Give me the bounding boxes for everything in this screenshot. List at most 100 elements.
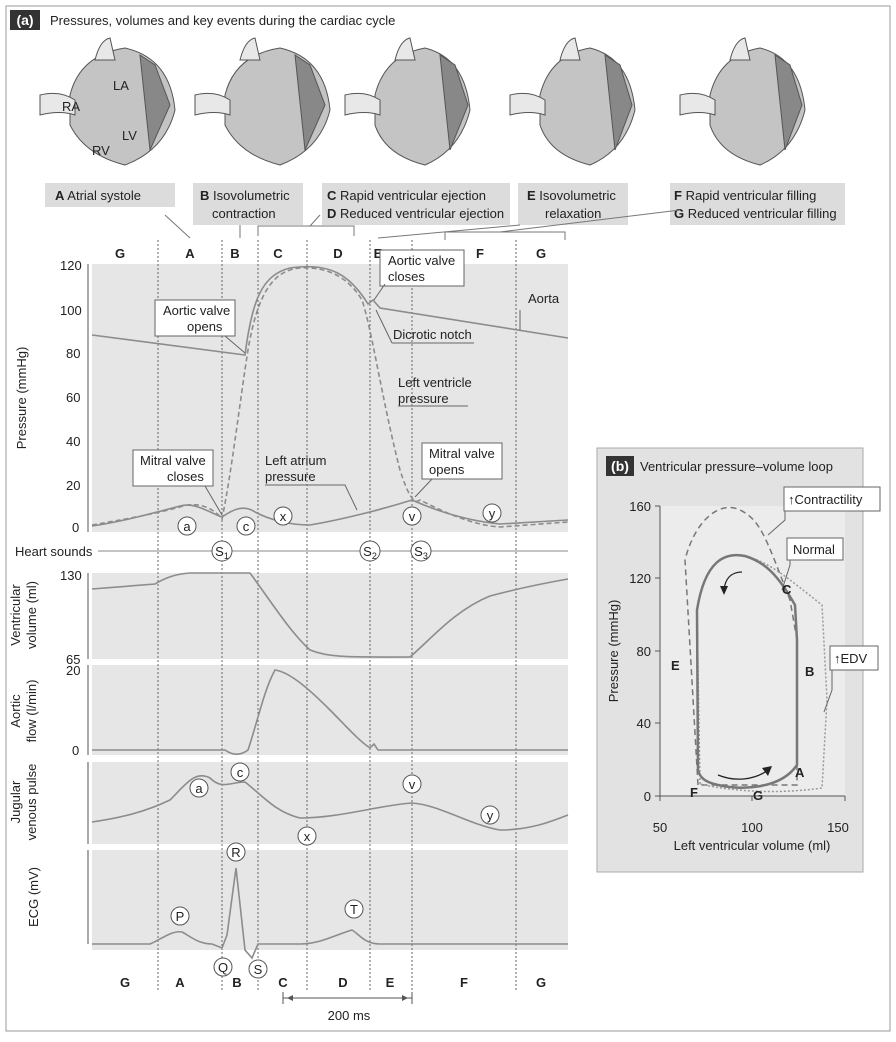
- heart-sound-markers: [211, 540, 432, 562]
- pressure-tick-80: 80: [66, 346, 80, 361]
- ecg-axis-label: ECG (mV): [26, 867, 41, 927]
- pressure-annotations: Aortic valve opens Aortic valve closes A…: [132, 249, 560, 516]
- caption-isovolumetric-relaxation-2: relaxation: [545, 206, 601, 221]
- ann-mitral-closes-1: Mitral valve: [140, 453, 206, 468]
- volume-band: [92, 573, 568, 659]
- pv-point-c: C: [782, 582, 792, 597]
- pv-ytick-40: 40: [637, 716, 651, 731]
- pv-ytick-120: 120: [629, 571, 651, 586]
- ecg-wave-q: Q: [218, 960, 228, 975]
- heart-sound-s1: S1: [215, 544, 229, 561]
- phase-letters-top: G A B C D E F G: [115, 246, 546, 261]
- heart-label-la: LA: [113, 78, 129, 93]
- ecg-band: [92, 850, 568, 950]
- pressure-tick-40: 40: [66, 434, 80, 449]
- ann-left-atrium-2: pressure: [265, 469, 316, 484]
- pv-point-f: F: [690, 785, 698, 800]
- svg-text:F: F: [460, 975, 468, 990]
- pressure-axis-label: Pressure (mmHg): [14, 347, 29, 450]
- aortic-flow-tick-0: 0: [72, 743, 79, 758]
- pv-ytick-80: 80: [637, 644, 651, 659]
- heart-sound-s3: S3: [414, 544, 428, 561]
- ecg-wave-r: R: [231, 845, 240, 860]
- heart-illustration-ventricular-filling: [679, 37, 806, 166]
- pv-loop-arrowhead-top: [720, 586, 728, 595]
- ann-aortic-closes-2: closes: [388, 269, 425, 284]
- caption-reduced-filling: G Reduced ventricular filling: [674, 206, 837, 221]
- jugular-wave-y: y: [487, 808, 494, 823]
- svg-text:E: E: [374, 246, 383, 261]
- panel-b-title: Ventricular pressure–volume loop: [640, 459, 833, 474]
- svg-text:D: D: [338, 975, 347, 990]
- panel-a-title: Pressures, volumes and key events during…: [50, 13, 395, 28]
- pv-xlabel: Left ventricular volume (ml): [674, 838, 831, 853]
- pv-ytick-0: 0: [644, 789, 651, 804]
- jugular-wave-a: a: [195, 781, 203, 796]
- heart-illustration-isovolumetric-contraction: [194, 37, 331, 166]
- left-atrium-pressure-curve: [91, 499, 569, 527]
- pv-loop-arrowhead-bottom: [762, 766, 772, 776]
- phase-caption-bands: [45, 183, 845, 225]
- caption-isovolumetric-contraction-2: contraction: [212, 206, 276, 221]
- ann-dicrotic-notch: Dicrotic notch: [393, 327, 472, 342]
- pv-ytick-160: 160: [629, 499, 651, 514]
- aortic-flow-axis-label-1: Aortic: [8, 694, 23, 728]
- pv-point-e: E: [671, 658, 680, 673]
- ann-mitral-closes-2: closes: [167, 469, 204, 484]
- ann-mitral-opens-2: opens: [429, 462, 465, 477]
- callout-edv: ↑EDV: [834, 651, 868, 666]
- caption-reduced-ejection: D Reduced ventricular ejection: [327, 206, 504, 221]
- callout-normal: Normal: [793, 542, 835, 557]
- svg-text:G: G: [115, 246, 125, 261]
- ecg-trace: [92, 867, 568, 960]
- jugular-wave-markers: [189, 762, 500, 846]
- panel-b-badge: (b): [611, 458, 629, 474]
- pressure-wave-a: a: [183, 519, 191, 534]
- heart-illustrations: [39, 37, 806, 166]
- pressure-wave-y: y: [489, 506, 496, 521]
- ann-mitral-opens-1: Mitral valve: [429, 446, 495, 461]
- ecg-graph: ECG (mV): [26, 850, 568, 960]
- pressure-tick-120: 120: [60, 258, 82, 273]
- aorta-pressure-curve: [91, 265, 569, 356]
- caption-isovolumetric-contraction-1: B Isovolumetric: [200, 188, 290, 203]
- phase-captions: A Atrial systole B Isovolumetric contrac…: [55, 188, 837, 221]
- svg-text:B: B: [230, 246, 239, 261]
- jugular-wave-v: v: [409, 777, 416, 792]
- volume-axis-label-1: Ventricular: [8, 584, 23, 646]
- callout-contractility-box: [783, 486, 881, 512]
- jugular-wave-c: c: [237, 765, 244, 780]
- panel-b: (b) Ventricular pressure–volume loop 160…: [596, 447, 881, 873]
- pressure-wave-v: v: [409, 509, 416, 524]
- phase-boundaries: [157, 240, 517, 990]
- pv-point-g: G: [753, 788, 763, 803]
- aortic-flow-curve: [92, 669, 568, 755]
- ann-left-atrium-1: Left atrium: [265, 453, 326, 468]
- svg-text:G: G: [536, 975, 546, 990]
- atrial-wave-labels: [177, 503, 502, 536]
- jugular-wave-x: x: [304, 829, 311, 844]
- caption-rapid-ejection: C Rapid ventricular ejection: [327, 188, 486, 203]
- heart-illustration-atrial-systole: [39, 37, 176, 166]
- jugular-axis-label-2: venous pulse: [24, 764, 39, 841]
- phase-letters-bottom: G A B C D E F G: [120, 975, 546, 990]
- heart-label-ra: RA: [62, 99, 80, 114]
- svg-text:A: A: [185, 246, 195, 261]
- pv-xtick-100: 100: [741, 820, 763, 835]
- svg-text:A: A: [175, 975, 185, 990]
- pressure-wave-c: c: [243, 519, 250, 534]
- jugular-band: [92, 762, 568, 844]
- caption-isovolumetric-relaxation-1: E Isovolumetric: [527, 188, 616, 203]
- heart-label-lv: LV: [122, 128, 137, 143]
- svg-text:E: E: [386, 975, 395, 990]
- pressure-tick-60: 60: [66, 390, 80, 405]
- pressure-wave-x: x: [280, 509, 287, 524]
- svg-text:F: F: [476, 246, 484, 261]
- jugular-graph: Jugular venous pulse: [8, 762, 569, 844]
- time-scale-label: 200 ms: [328, 1008, 371, 1023]
- volume-graph: 130 65 Ventricular volume (ml): [8, 568, 569, 667]
- panel-a-badge: (a): [16, 12, 33, 28]
- caption-leader-lines: [164, 209, 681, 240]
